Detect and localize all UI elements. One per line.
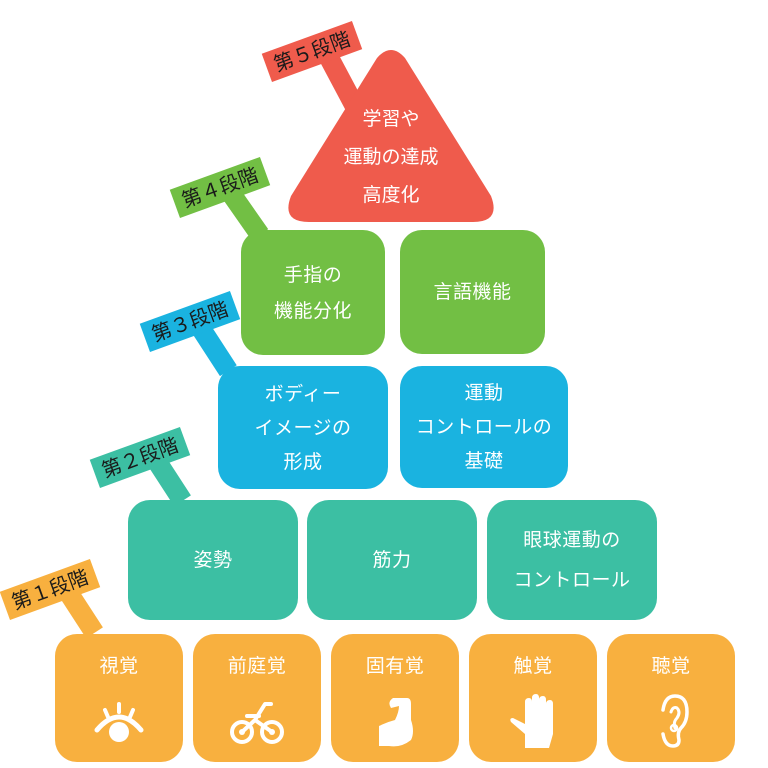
block-line: 眼球運動の xyxy=(523,529,621,551)
stage-5-block-text: 学習や 運動の達成 高度化 xyxy=(287,100,495,214)
stage-3-block-body-image: ボディー イメージの 形成 xyxy=(218,366,388,489)
stage-4-tag: 第４段階 xyxy=(169,156,271,218)
stage-4-block-language-function: 言語機能 xyxy=(400,230,545,354)
flexed-arm-icon xyxy=(379,698,413,747)
stage-3-block-motor-control-basis: 運動 コントロールの 基礎 xyxy=(400,366,568,488)
block-line: 基礎 xyxy=(464,450,504,472)
block-line: 姿勢 xyxy=(193,549,233,571)
block-line: 触覚 xyxy=(513,655,553,677)
block-line: 手指の xyxy=(283,263,343,286)
block-line: ボディー xyxy=(264,382,342,405)
block-line: 言語機能 xyxy=(433,281,512,303)
hand-icon xyxy=(510,694,553,748)
ear-icon xyxy=(661,694,689,748)
block-line: イメージの xyxy=(254,416,352,439)
block-line: 運動 xyxy=(464,382,504,404)
bicycle-icon xyxy=(230,702,284,744)
stage-5-line-2: 運動の達成 xyxy=(343,146,439,168)
stage-1-block-vestibular: 前庭覚 xyxy=(193,634,321,762)
stage-1-block-hearing: 聴覚 xyxy=(607,634,735,762)
block-line: 視覚 xyxy=(99,655,139,677)
stage-1-block-proprioception: 固有覚 xyxy=(331,634,459,762)
block-line: コントロール xyxy=(513,569,631,591)
stage-5-line-3: 高度化 xyxy=(362,184,420,206)
block-line: 聴覚 xyxy=(651,655,691,677)
stage-5-line-1: 学習や xyxy=(362,108,420,130)
block-line: コントロールの xyxy=(415,416,553,438)
stage-2-block-eye-movement-control: 眼球運動の コントロール xyxy=(487,500,657,620)
stage-1-block-touch: 触覚 xyxy=(469,634,597,762)
stage-1-block-vision: 視覚 xyxy=(55,634,183,762)
block-line: 機能分化 xyxy=(273,299,352,322)
stage-2-block-muscle-strength: 筋力 xyxy=(307,500,477,620)
stage-3-tag: 第３段階 xyxy=(139,290,241,352)
stage-4-block-finger-function: 手指の 機能分化 xyxy=(241,230,385,355)
eye-icon xyxy=(94,702,144,742)
block-line: 固有覚 xyxy=(365,655,425,677)
block-line: 筋力 xyxy=(372,549,412,571)
stage-5-triangle xyxy=(288,50,494,222)
stage-2-block-posture: 姿勢 xyxy=(128,500,298,620)
block-line: 前庭覚 xyxy=(227,655,287,677)
block-line: 形成 xyxy=(283,450,323,473)
